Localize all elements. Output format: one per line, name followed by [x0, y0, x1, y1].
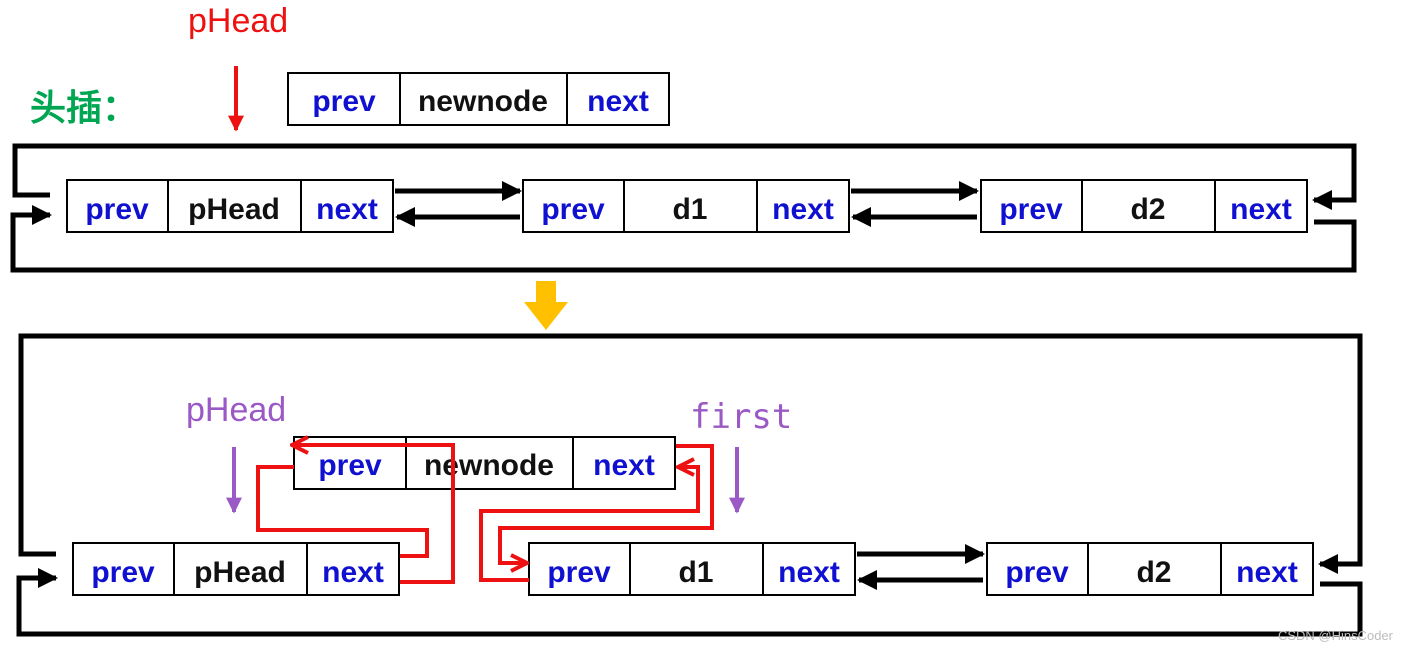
- links-top: [10, 143, 1357, 273]
- newnode-bottom-next: next: [593, 449, 655, 482]
- node-bottom-d2: prev d2 next: [986, 542, 1314, 596]
- node-top-d1: prev d1 next: [522, 179, 850, 233]
- node-bottom-d2-prev: prev: [1005, 556, 1069, 589]
- phead-pointer-label: pHead: [188, 2, 288, 40]
- node-bottom-d1-next: next: [778, 556, 840, 589]
- node-top-d2: prev d2 next: [980, 179, 1308, 233]
- links-bottom: [16, 333, 1363, 637]
- node-top-phead-value: pHead: [188, 193, 280, 226]
- newnode-top-next: next: [587, 85, 649, 118]
- node-bottom-phead-next: next: [322, 556, 384, 589]
- first-pointer-label: first: [690, 397, 792, 437]
- node-top-d2-value: d2: [1130, 193, 1165, 226]
- node-bottom-phead-value: pHead: [194, 556, 286, 589]
- node-top-d2-next: next: [1230, 193, 1292, 226]
- node-bottom-d1-prev: prev: [547, 556, 611, 589]
- node-bottom-phead-prev: prev: [91, 556, 155, 589]
- transition-arrow: [524, 281, 568, 330]
- links-new-red: [256, 445, 714, 584]
- newnode-bottom-prev: prev: [318, 449, 382, 482]
- newnode-top: prev newnode next: [287, 72, 670, 126]
- phead-pointer-label-bottom: pHead: [186, 391, 286, 429]
- node-bottom-d2-next: next: [1236, 556, 1298, 589]
- node-bottom-d1-value: d1: [678, 556, 713, 589]
- newnode-bottom-value: newnode: [424, 449, 554, 482]
- node-bottom-d1: prev d1 next: [528, 542, 856, 596]
- node-bottom-d2-value: d2: [1136, 556, 1171, 589]
- section-title: 头插：: [30, 87, 138, 128]
- node-top-phead: prev pHead next: [66, 179, 394, 233]
- node-top-d2-prev: prev: [999, 193, 1063, 226]
- node-bottom-phead: prev pHead next: [72, 542, 400, 596]
- watermark: CSDN @HinsCoder: [1277, 628, 1393, 643]
- node-top-d1-prev: prev: [541, 193, 605, 226]
- node-top-phead-next: next: [316, 193, 378, 226]
- node-top-phead-prev: prev: [85, 193, 149, 226]
- newnode-top-value: newnode: [418, 85, 548, 118]
- node-top-d1-next: next: [772, 193, 834, 226]
- newnode-top-prev: prev: [312, 85, 376, 118]
- node-top-d1-value: d1: [672, 193, 707, 226]
